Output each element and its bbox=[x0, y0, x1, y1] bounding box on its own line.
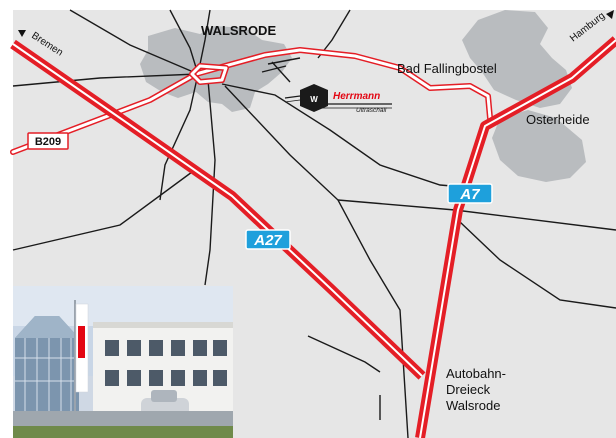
minor-road bbox=[307, 335, 381, 373]
company-marker: W Herrmann Ultraschall bbox=[284, 84, 392, 114]
arrow-left-icon bbox=[18, 30, 26, 37]
building-photo-illustration bbox=[13, 286, 233, 438]
minor-road bbox=[169, 9, 199, 75]
company-building-photo bbox=[13, 286, 233, 438]
label-dreieck-line2: Dreieck bbox=[446, 382, 491, 397]
minor-road bbox=[271, 61, 291, 83]
motorway-a27 bbox=[10, 39, 426, 380]
minor-road bbox=[261, 65, 287, 73]
shield-b209-label: B209 bbox=[35, 136, 61, 148]
settlement-osterheide bbox=[492, 110, 586, 182]
label-bad-fallingbostel: Bad Fallingbostel bbox=[397, 61, 497, 76]
minor-road bbox=[12, 73, 199, 87]
shield-b209: B209 bbox=[27, 132, 69, 150]
label-walsrode: WALSRODE bbox=[201, 23, 276, 38]
svg-text:W: W bbox=[310, 95, 318, 104]
label-osterheide: Osterheide bbox=[526, 112, 590, 127]
label-dreieck-line1: Autobahn- bbox=[446, 366, 506, 381]
road-b209 bbox=[10, 47, 493, 155]
shield-a7: A7 bbox=[447, 183, 493, 204]
minor-road bbox=[12, 171, 193, 251]
shield-a27: A27 bbox=[245, 229, 291, 250]
settlement-bad-fallingbostel bbox=[462, 10, 572, 108]
label-dreieck-line3: Walsrode bbox=[446, 398, 500, 413]
company-subtitle: Ultraschall bbox=[356, 107, 387, 114]
minor-road bbox=[69, 9, 199, 75]
minor-road bbox=[204, 79, 216, 286]
minor-road bbox=[459, 221, 616, 309]
arrow-right-icon bbox=[606, 10, 614, 19]
shield-a27-label: A27 bbox=[253, 232, 282, 249]
minor-roads bbox=[12, 9, 616, 438]
company-name: Herrmann bbox=[333, 91, 380, 102]
minor-road bbox=[221, 83, 453, 187]
shield-a7-label: A7 bbox=[459, 186, 480, 203]
company-logo-icon: W bbox=[300, 84, 328, 112]
minor-road bbox=[159, 73, 199, 201]
motorway-a7 bbox=[415, 36, 616, 438]
minor-road bbox=[197, 9, 211, 75]
minor-road bbox=[224, 85, 409, 438]
